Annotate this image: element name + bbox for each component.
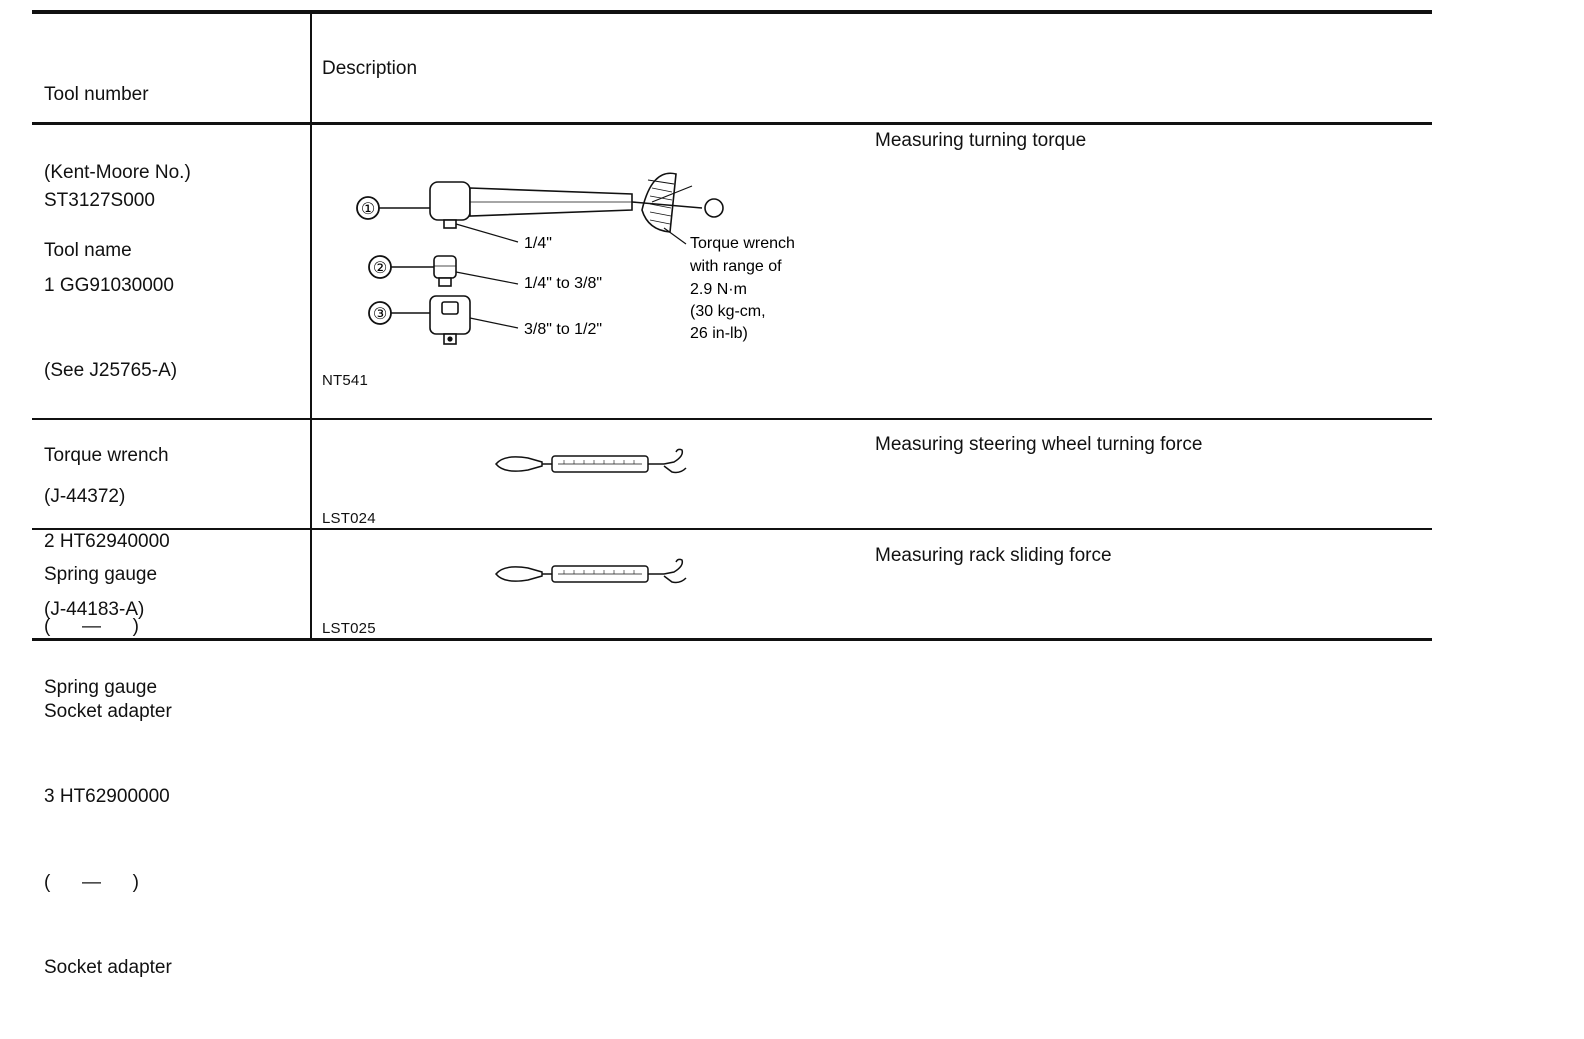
header-tool-line: (Kent-Moore No.) xyxy=(44,162,191,183)
tool-line: Torque wrench xyxy=(44,445,169,467)
header-tool-line: Tool name xyxy=(44,240,132,261)
column-divider xyxy=(310,12,312,640)
svg-text:with range of: with range of xyxy=(689,258,782,275)
tool-line: 2 HT62940000 xyxy=(44,530,170,552)
svg-text:③: ③ xyxy=(373,306,387,323)
svg-text:(30 kg-cm,: (30 kg-cm, xyxy=(690,303,766,320)
tool-line: ( — ) xyxy=(44,871,139,893)
socket-adapter-large-icon xyxy=(429,295,471,345)
tool-line: ( — ) xyxy=(44,615,139,637)
special-tools-table: Tool number (Kent-Moore No.) Tool name D… xyxy=(32,0,1432,978)
tool-use: Measuring turning torque xyxy=(875,130,1087,151)
callout-3: ③ xyxy=(368,301,430,325)
torque-range-note: Torque wrench with range of 2.9 N·m (30 … xyxy=(689,235,795,342)
svg-text:②: ② xyxy=(373,260,387,277)
figure-code: LST024 xyxy=(322,510,376,527)
spring-gauge-icon xyxy=(495,558,687,584)
size-label-1: 1/4" xyxy=(524,235,552,252)
svg-text:2.9 N·m: 2.9 N·m xyxy=(690,281,747,298)
tool-line: ST3127S000 xyxy=(44,189,155,211)
header-tool-line: Tool number xyxy=(44,84,149,105)
header-tool-column: Tool number (Kent-Moore No.) Tool name xyxy=(44,30,191,316)
torque-wrench-icon xyxy=(429,172,724,233)
spring-gauge-icon xyxy=(495,448,687,474)
tool-line: (J-44183-A) xyxy=(44,599,145,620)
tool-line: 1 GG91030000 xyxy=(44,275,174,297)
tool-use: Measuring steering wheel turning force xyxy=(875,434,1203,455)
torque-wrench-illustration: ① ② ③ xyxy=(356,172,795,345)
row-2-tool-info: (J-44372) Spring gauge xyxy=(44,432,157,640)
callout-1: ① xyxy=(356,196,430,220)
row-1-bottom-rule xyxy=(32,418,1432,420)
table-bottom-rule xyxy=(32,638,1432,641)
row-2-bottom-rule xyxy=(32,528,1432,530)
tool-line: Spring gauge xyxy=(44,564,158,585)
tool-line: (J-44372) xyxy=(44,486,126,507)
svg-text:Torque wrench: Torque wrench xyxy=(690,235,795,252)
tool-use: Measuring rack sliding force xyxy=(875,545,1112,566)
table-top-rule xyxy=(32,10,1432,14)
tool-line: Socket adapter xyxy=(44,956,172,978)
size-label-2: 1/4" to 3/8" xyxy=(524,275,602,292)
row-3-tool-info: (J-44183-A) Spring gauge xyxy=(44,545,157,753)
tool-line: 3 HT62900000 xyxy=(44,786,170,808)
header-bottom-rule xyxy=(32,122,1432,125)
svg-text:①: ① xyxy=(361,201,375,218)
figure-code: LST025 xyxy=(322,620,376,637)
socket-adapter-small-icon xyxy=(433,255,457,287)
callout-2: ② xyxy=(368,255,434,279)
tool-line: (See J25765-A) xyxy=(44,360,178,382)
tool-line: Spring gauge xyxy=(44,677,158,698)
size-label-3: 3/8" to 1/2" xyxy=(524,321,602,338)
svg-text:26 in-lb): 26 in-lb) xyxy=(690,325,748,342)
header-description-column: Description xyxy=(322,58,418,79)
figure-code: NT541 xyxy=(322,372,369,389)
